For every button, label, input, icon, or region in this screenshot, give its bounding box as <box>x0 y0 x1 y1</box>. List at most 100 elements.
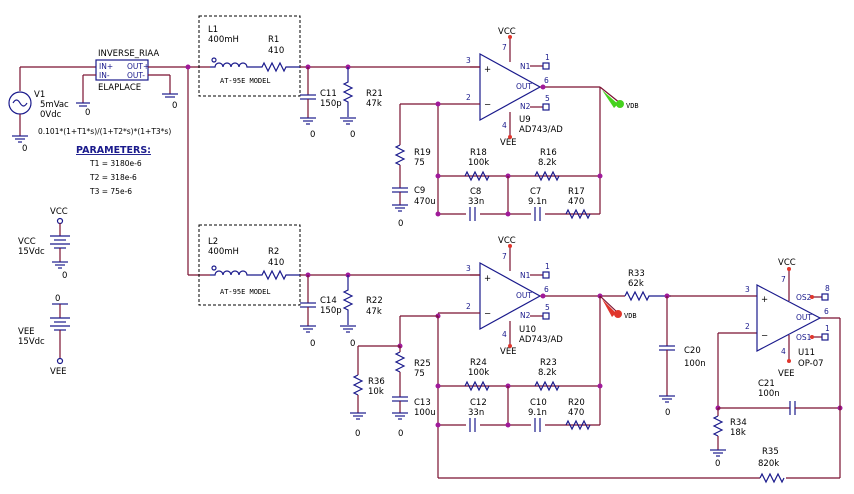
param-t3: T3 = 75e-6 <box>89 187 132 196</box>
c13-ref: C13 <box>414 398 431 408</box>
vee-supply[interactable]: 0 VEE VEE 15Vdc <box>18 294 70 377</box>
c21-ref: C21 <box>758 379 775 389</box>
u9-vee: VEE <box>500 138 517 148</box>
l1-value: 400mH <box>208 35 239 45</box>
u10-pin4: 4 <box>502 330 507 339</box>
u9-pin6: 6 <box>544 76 549 85</box>
u9-n1: N1 <box>520 62 531 71</box>
u11-pin4: 4 <box>781 347 786 356</box>
r19-ref: R19 <box>414 148 431 158</box>
v1-dc-value: 0Vdc <box>40 110 62 120</box>
laplace-pin-in-plus: IN+ <box>99 62 113 71</box>
upper-probe-label: VDB <box>626 102 639 110</box>
u10-ref: U10 <box>519 325 536 335</box>
upper-input-network: 0 C11 150p 0 R21 47k <box>300 64 480 140</box>
lower-input-network: 0 C14 150p 0 R22 47k <box>300 272 480 349</box>
c21-value: 100n <box>758 389 780 399</box>
u9-vcc: VCC <box>498 27 516 37</box>
c12-ref: C12 <box>470 398 487 408</box>
svg-text:+: + <box>761 295 768 305</box>
u11-os1: OS1 <box>796 333 812 342</box>
cartridge-model-label-2: AT-95E MODEL <box>220 288 271 296</box>
c10-ref: C10 <box>530 398 547 408</box>
vee-ground-label: 0 <box>55 294 60 304</box>
r1-ref: R1 <box>268 35 279 45</box>
u10-pin3: 3 <box>466 264 471 273</box>
u11-out: OUT <box>796 313 812 322</box>
laplace-block[interactable]: INVERSE_RIAA ELAPLACE IN+ IN- OUT+ OUT- … <box>38 49 178 136</box>
c11-ref: C11 <box>320 89 337 99</box>
c8-ref: C8 <box>470 187 481 197</box>
u10-n1: N1 <box>520 271 531 280</box>
r22-ref: R22 <box>366 296 383 306</box>
u9-pin4: 4 <box>502 121 507 130</box>
lower-feedback-network: VDB 0 R36 10k 0 R25 75 C13 100u <box>350 293 637 478</box>
l2-value: 400mH <box>208 247 239 257</box>
r36-value: 10k <box>368 387 384 397</box>
vcc-ground-label: 0 <box>62 271 67 281</box>
vee-value: 15Vdc <box>18 337 45 347</box>
u10-vcc: VCC <box>498 236 516 246</box>
lower-probe-label: VDB <box>624 312 637 320</box>
c20-ref: C20 <box>684 346 701 356</box>
c9-value: 470u <box>414 197 436 207</box>
u9-pin5: 5 <box>545 94 550 103</box>
v1-source[interactable]: V1 5mVac 0Vdc 0 <box>8 66 96 154</box>
r23-value: 8.2k <box>538 368 557 378</box>
r25-ref: R25 <box>414 359 431 369</box>
r18-ref: R18 <box>470 148 487 158</box>
lower-vdb-probe[interactable]: VDB <box>602 299 637 320</box>
u10-n2: N2 <box>520 311 531 320</box>
u11-pin3: 3 <box>745 285 750 294</box>
c7-ref: C7 <box>530 187 541 197</box>
svg-text:+: + <box>484 274 491 284</box>
cartridge-model-lower[interactable]: L2 400mH R2 410 AT-95E MODEL <box>198 224 301 306</box>
r19-value: 75 <box>414 158 425 168</box>
r34-ref: R34 <box>730 418 747 428</box>
c12-value: 33n <box>468 408 484 418</box>
laplace-name: INVERSE_RIAA <box>98 49 159 59</box>
stage2-network: R33 62k 0 C20 100n C21 100n 0 R34 18k <box>438 269 843 484</box>
cartridge-model-upper[interactable]: L1 400mH R1 410 AT-95E MODEL <box>198 15 301 97</box>
u9-out: OUT <box>516 82 532 91</box>
op-amp-u9[interactable]: + − 3 2 VCC 7 VEE 4 N1 N2 OUT 1 5 6 U9 A… <box>466 27 563 148</box>
r36-ref: R36 <box>368 377 385 387</box>
vcc-value: 15Vdc <box>18 247 45 257</box>
c9-ref: C9 <box>414 186 425 196</box>
r21-ground-label: 0 <box>350 130 355 140</box>
c8-value: 33n <box>468 197 484 207</box>
u10-vee: VEE <box>500 347 517 357</box>
l1-ref: L1 <box>208 25 218 35</box>
u11-ref: U11 <box>798 348 815 358</box>
u11-pin7: 7 <box>781 275 786 284</box>
r35-value: 820k <box>758 459 779 469</box>
u11-os2: OS2 <box>796 293 812 302</box>
op-amp-u10[interactable]: + − 3 2 VCC 7 VEE 4 N1 N2 OUT 1 5 6 U10 … <box>466 236 563 357</box>
u11-pin1: 1 <box>825 324 830 333</box>
u9-pin2: 2 <box>466 93 471 102</box>
op-amp-u11[interactable]: + − 3 2 VCC 7 VEE 4 OS2 OS1 OUT 8 1 6 U1… <box>745 258 830 379</box>
u10-out: OUT <box>516 291 532 300</box>
r17-ref: R17 <box>568 187 585 197</box>
svg-text:−: − <box>761 331 768 341</box>
c11-value: 150p <box>320 99 342 109</box>
u11-vee: VEE <box>778 369 795 379</box>
vee-net-label: VEE <box>50 367 67 377</box>
laplace-pin-out-plus: OUT+ <box>127 62 149 71</box>
c13-value: 100u <box>414 408 436 418</box>
r23-ref: R23 <box>540 358 557 368</box>
c7-value: 9.1n <box>528 197 547 207</box>
cartridge-model-label: AT-95E MODEL <box>220 77 271 85</box>
svg-text:−: − <box>484 309 491 319</box>
r20-ref: R20 <box>568 398 585 408</box>
v1-ref: V1 <box>34 90 45 100</box>
upper-vdb-probe[interactable]: VDB <box>602 90 639 110</box>
u11-pin2: 2 <box>745 322 750 331</box>
c10-value: 9.1n <box>528 408 547 418</box>
laplace-ground-label: 0 <box>85 108 90 118</box>
parameters-block: PARAMETERS: T1 = 3180e-6 T2 = 318e-6 T3 … <box>76 145 151 196</box>
svg-text:−: − <box>484 100 491 110</box>
r33-value: 62k <box>628 279 644 289</box>
vcc-supply[interactable]: VCC 0 VCC 15Vdc <box>18 207 70 281</box>
r22-ground-label: 0 <box>350 339 355 349</box>
